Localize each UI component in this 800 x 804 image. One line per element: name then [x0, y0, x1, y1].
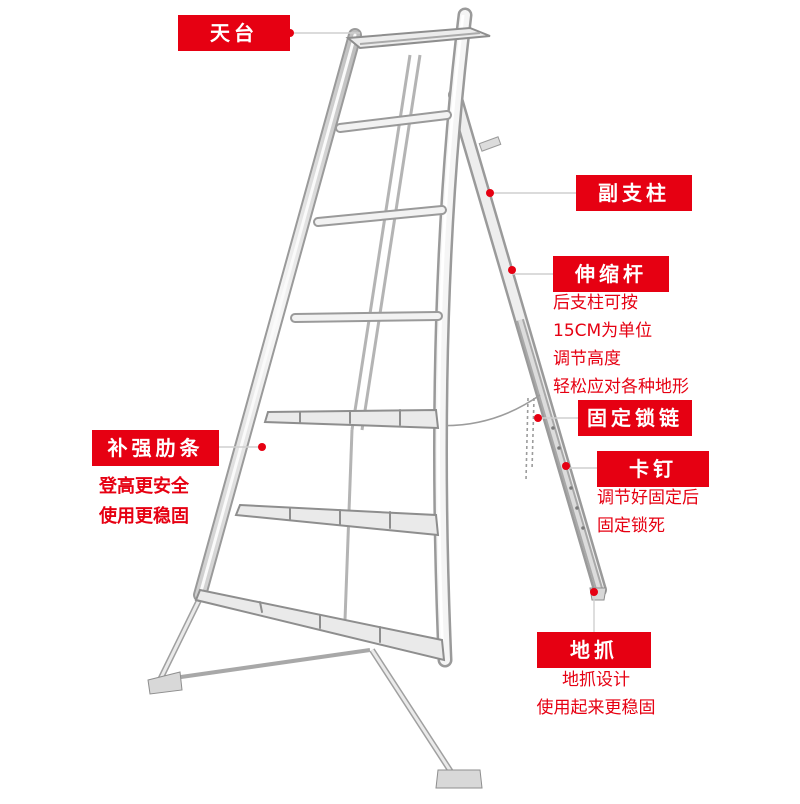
ladder-rungs [194, 110, 452, 662]
callout-lines [219, 32, 597, 632]
front-left-rail [193, 28, 362, 602]
note-line: 使用更稳固 [99, 506, 189, 527]
ground-grip-description: 地抓设计 使用起来更稳固 [526, 666, 666, 722]
label-lock-pin: 卡钉 [597, 451, 709, 487]
note-line: 地抓设计 [562, 670, 630, 690]
note-line: 登高更安全 [99, 476, 189, 497]
note-line: 调节高度 [553, 349, 621, 369]
label-rear-support: 副支柱 [576, 175, 692, 211]
reinforcement-braces [343, 54, 422, 621]
label-platform: 天台 [178, 15, 290, 51]
note-line: 15CM为单位 [553, 321, 653, 341]
callout-dots [258, 29, 598, 596]
note-line: 使用起来更稳固 [536, 698, 656, 718]
ground-legs [147, 586, 607, 789]
note-line: 后支柱可按 [553, 293, 638, 313]
label-telescopic-pole: 伸缩杆 [553, 256, 669, 292]
note-line: 调节好固定后 [597, 488, 699, 508]
reinforcement-rib-description: 登高更安全 使用更稳固 [99, 472, 189, 532]
label-reinforcement-rib: 补强肋条 [92, 430, 219, 466]
telescopic-pole-description: 后支柱可按 15CM为单位 调节高度 轻松应对各种地形 [553, 289, 689, 401]
lock-pin-description: 调节好固定后 固定锁死 [597, 484, 699, 540]
rear-support-pole [448, 88, 607, 597]
note-line: 轻松应对各种地形 [553, 377, 689, 397]
top-platform [345, 26, 491, 50]
note-line: 固定锁死 [597, 516, 665, 536]
label-lock-chain: 固定锁链 [578, 400, 692, 436]
label-ground-grip: 地抓 [537, 632, 651, 668]
